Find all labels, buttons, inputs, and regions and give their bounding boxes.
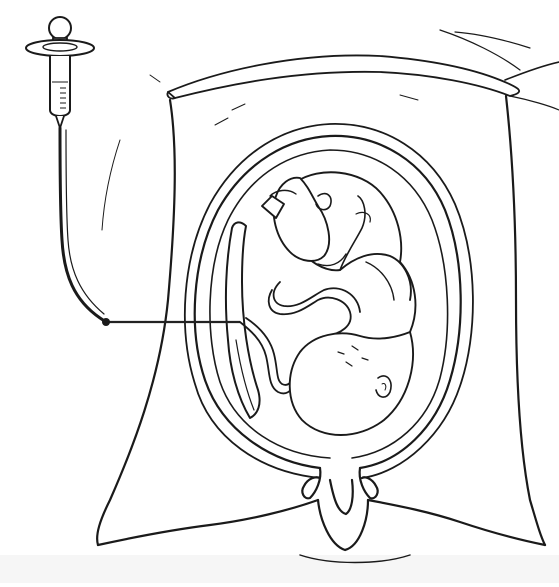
paper-shade-bottom: [0, 555, 559, 583]
needle-hub: [102, 318, 110, 326]
